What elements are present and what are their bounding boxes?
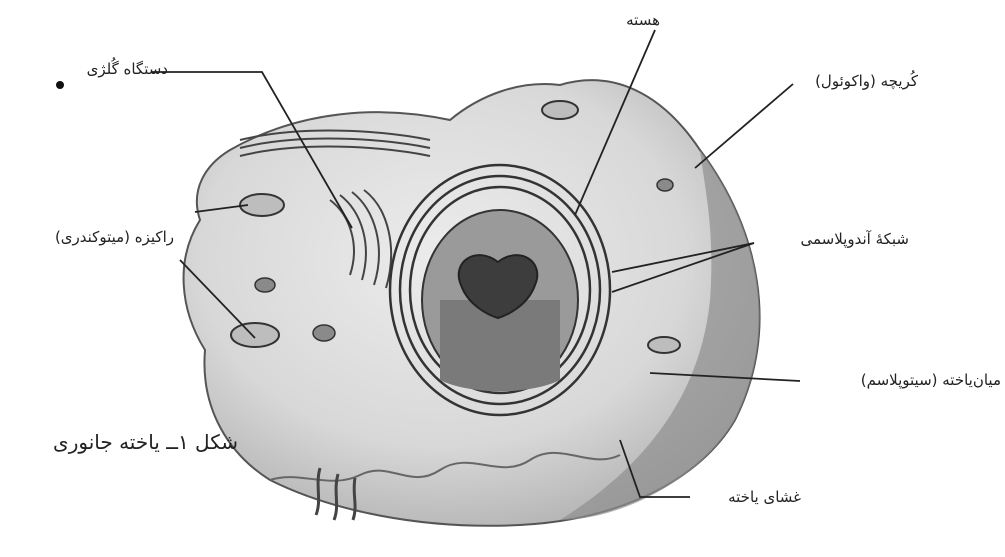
label-mitochondria: راکیزه (میتوکندری) — [55, 228, 174, 246]
golgi-marker-dot — [56, 81, 64, 89]
label-golgi: دستگاه گُلژی — [87, 60, 168, 78]
label-cell-membrane: غشای یاخته — [728, 488, 801, 506]
label-vacuole: کُریچه (واکوئول) — [815, 72, 918, 90]
figure-caption: شکل ۱ــ یاخته جانوری — [53, 430, 238, 454]
nucleus — [422, 210, 578, 391]
label-endoplasmic-reticulum: شبکهٔ آندوپلاسمی — [800, 230, 909, 248]
label-nucleus: هسته — [626, 11, 660, 29]
label-cytoplasm: میان‌یاخته (سیتوپلاسم) — [861, 371, 1001, 389]
leader-vacuole — [695, 84, 793, 168]
